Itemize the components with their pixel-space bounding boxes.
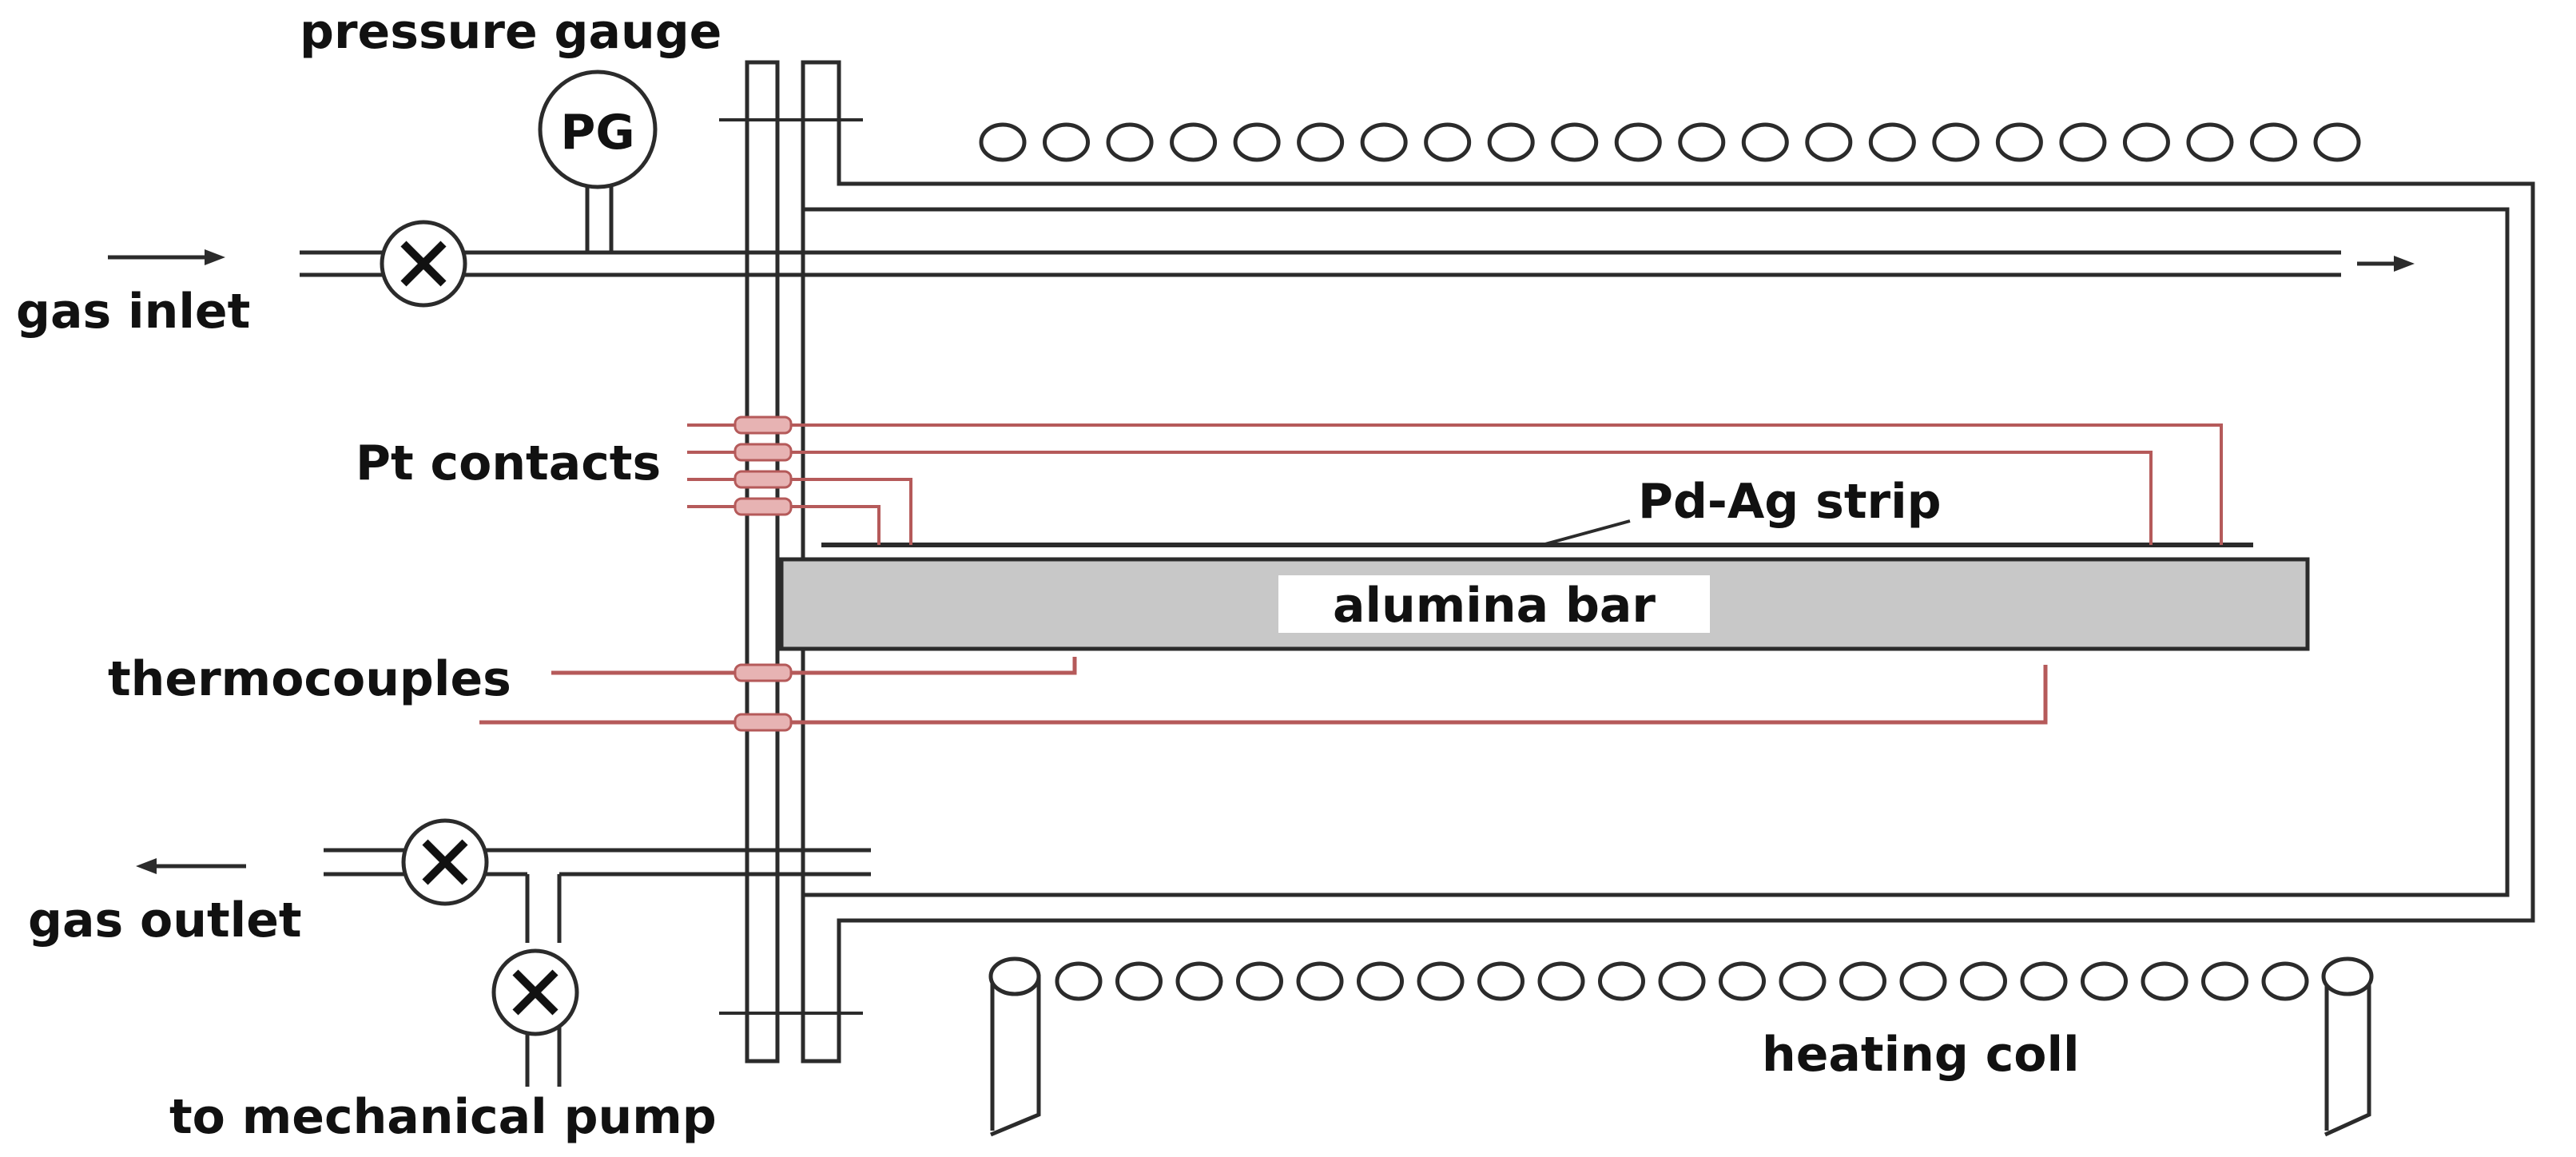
coil-turn-icon xyxy=(1175,961,1223,1001)
coil-turn-icon xyxy=(1741,122,1789,162)
coil-turn-icon xyxy=(1932,122,1980,162)
coil-legs xyxy=(988,956,2374,1137)
coil-turn-icon xyxy=(1170,122,1218,162)
coil-turn-icon xyxy=(1236,961,1283,1001)
pd-ag-strip xyxy=(821,519,2253,547)
pd-ag-strip-label: Pd-Ag strip xyxy=(1638,474,1942,530)
gas-outlet-arrow-icon xyxy=(136,858,246,874)
alumina-bar: alumina bar xyxy=(779,557,2310,651)
coil-turn-icon xyxy=(2059,122,2107,162)
coil-turn-icon xyxy=(1424,122,1472,162)
pt-contact-feedthroughs xyxy=(733,415,793,516)
gas-inlet-arrow-icon xyxy=(108,249,225,265)
alumina-bar-label: alumina bar xyxy=(1333,578,1656,634)
outlet-valve-icon[interactable] xyxy=(401,818,489,906)
coil-turn-icon xyxy=(1868,122,1916,162)
pressure-gauge-icon[interactable]: PG xyxy=(538,70,658,189)
thermocouples-label: thermocouples xyxy=(108,651,511,707)
coil-turn-icon xyxy=(1551,122,1599,162)
coil-turn-icon xyxy=(1106,122,1154,162)
coil-turn-icon xyxy=(1899,961,1947,1001)
heating-coil-label: heating coll xyxy=(1762,1027,2080,1083)
coil-turn-icon xyxy=(1055,961,1103,1001)
coil-turn-icon xyxy=(1296,961,1344,1001)
gas-inlet-line: PG xyxy=(300,70,2415,308)
to-mechanical-pump-label: to mechanical pump xyxy=(169,1089,717,1145)
pump-valve-icon[interactable] xyxy=(491,948,579,1036)
coil-turn-icon xyxy=(1043,122,1091,162)
coil-turn-icon xyxy=(1719,961,1766,1001)
coil-turn-icon xyxy=(1839,961,1886,1001)
gas-outlet-line xyxy=(324,818,871,1087)
coil-turn-icon xyxy=(2081,961,2128,1001)
coil-turn-icon xyxy=(1805,122,1853,162)
thermocouple-wires xyxy=(479,657,2048,725)
coil-turn-icon xyxy=(1678,122,1726,162)
inlet-flow-arrow-icon xyxy=(2394,256,2415,272)
coil-turn-icon xyxy=(2020,961,2068,1001)
coil-turn-icon xyxy=(1417,961,1465,1001)
coil-turn-icon xyxy=(2141,961,2188,1001)
coil-turn-icon xyxy=(1477,961,1525,1001)
heating-coil-bottom xyxy=(1055,961,2309,1001)
coil-turn-icon xyxy=(1614,122,1662,162)
pg-label: PG xyxy=(560,105,634,161)
tube-outer xyxy=(801,60,2535,1064)
coil-turn-icon xyxy=(1779,961,1827,1001)
coil-turn-icon xyxy=(1995,122,2043,162)
coil-turn-icon xyxy=(1658,961,1706,1001)
coil-turn-icon xyxy=(2313,122,2361,162)
coil-turn-icon xyxy=(2122,122,2170,162)
coil-turn-icon xyxy=(1960,961,2007,1001)
coil-turn-icon xyxy=(1233,122,1281,162)
pt-contact-wires xyxy=(687,423,2223,545)
coil-turn-icon xyxy=(1360,122,1408,162)
coil-turn-icon xyxy=(2249,122,2297,162)
coil-turn-icon xyxy=(2201,961,2248,1001)
pressure-gauge-label: pressure gauge xyxy=(300,4,722,60)
inlet-valve-icon[interactable] xyxy=(380,220,467,308)
pt-contacts-label: Pt contacts xyxy=(356,435,661,491)
coil-turn-icon xyxy=(2261,961,2309,1001)
coil-turn-icon xyxy=(1357,961,1404,1001)
coil-turn-icon xyxy=(1487,122,1535,162)
coil-turn-icon xyxy=(2186,122,2234,162)
gas-outlet-label: gas outlet xyxy=(28,893,302,948)
gas-inlet-label: gas inlet xyxy=(16,284,250,340)
heating-coil-top xyxy=(979,122,2361,162)
thermocouple-feedthroughs xyxy=(733,663,793,732)
coil-turn-icon xyxy=(1115,961,1163,1001)
coil-turn-icon xyxy=(979,122,1027,162)
coil-turn-icon xyxy=(1537,961,1585,1001)
coil-turn-icon xyxy=(1297,122,1345,162)
coil-turn-icon xyxy=(1598,961,1645,1001)
